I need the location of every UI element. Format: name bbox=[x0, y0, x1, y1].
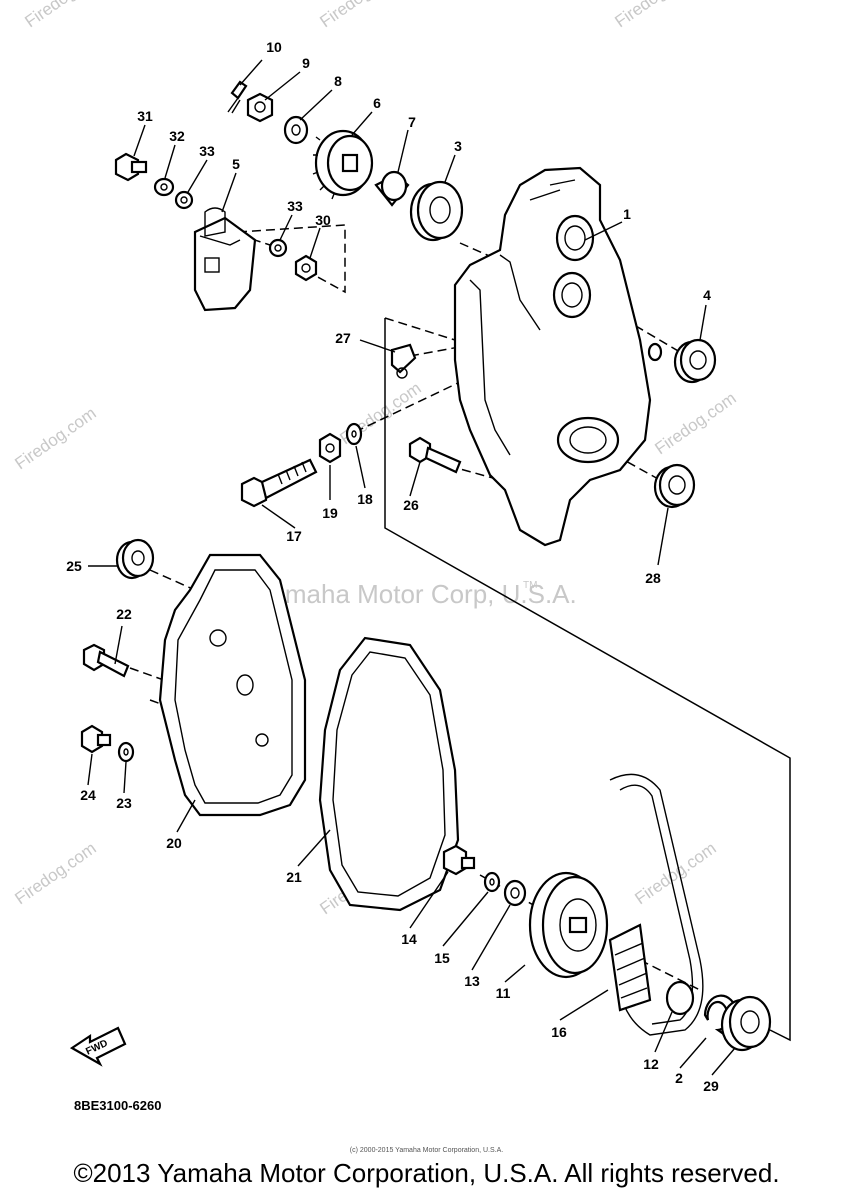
callout-28: 28 bbox=[645, 570, 661, 586]
part-5-tensioner bbox=[193, 207, 257, 312]
part-26-bolt bbox=[408, 436, 462, 474]
part-3-bearing bbox=[409, 180, 464, 242]
callout-2: 2 bbox=[675, 1070, 683, 1086]
part-30-nut bbox=[294, 254, 318, 282]
watermark-site-2: Firedog.com bbox=[651, 389, 739, 459]
callout-19: 19 bbox=[322, 505, 338, 521]
part-28-seal bbox=[653, 463, 696, 509]
copyright-caption: ©2013 Yamaha Motor Corporation, U.S.A. A… bbox=[73, 1158, 780, 1188]
part-32-washer bbox=[153, 177, 175, 197]
callout-10: 10 bbox=[266, 39, 282, 55]
callout-1: 1 bbox=[623, 206, 631, 222]
callout-3: 3 bbox=[454, 138, 462, 154]
part-code: 8BE3100-6260 bbox=[74, 1098, 162, 1113]
part-7-spacer bbox=[374, 170, 410, 207]
callout-32: 32 bbox=[169, 128, 185, 144]
watermark-site-9: Firedog.com bbox=[611, 0, 699, 31]
part-22-bolt bbox=[82, 643, 130, 678]
part-29-bearing bbox=[720, 995, 772, 1052]
part-9-nut bbox=[246, 92, 274, 123]
part-6-sprocket bbox=[312, 129, 374, 200]
part-1-chain-case bbox=[453, 166, 663, 547]
callout-18: 18 bbox=[357, 491, 373, 507]
callout-13: 13 bbox=[464, 973, 480, 989]
callout-4: 4 bbox=[703, 287, 711, 303]
part-33a-washer bbox=[174, 190, 194, 210]
callout-29: 29 bbox=[703, 1078, 719, 1094]
callout-33-top: 33 bbox=[199, 143, 215, 159]
callout-11: 11 bbox=[496, 985, 511, 1001]
tiny-credit: (c) 2000-2015 Yamaha Motor Corporation, … bbox=[349, 1147, 504, 1154]
part-18-washer bbox=[345, 422, 363, 446]
part-33b-washer bbox=[268, 238, 288, 258]
callout-17: 17 bbox=[286, 528, 302, 544]
part-4-seal bbox=[673, 338, 717, 384]
callout-33-mid: 33 bbox=[287, 198, 303, 214]
part-14-bolt bbox=[442, 844, 476, 876]
callout-30: 30 bbox=[315, 212, 331, 228]
callout-8: 8 bbox=[334, 73, 342, 89]
callout-31: 31 bbox=[137, 108, 153, 124]
callout-6: 6 bbox=[373, 95, 381, 111]
watermark-center: Yamaha Motor Corp, U.S.A. bbox=[255, 579, 577, 609]
callout-24: 24 bbox=[80, 787, 96, 803]
part-24-bolt bbox=[80, 724, 112, 754]
callout-22: 22 bbox=[116, 606, 132, 622]
part-8-washer bbox=[283, 115, 309, 145]
part-15-washer bbox=[483, 871, 501, 893]
callout-9: 9 bbox=[302, 55, 310, 71]
part-31-bolt bbox=[114, 152, 148, 182]
callout-16: 16 bbox=[551, 1024, 567, 1040]
part-13-washer bbox=[503, 879, 527, 907]
watermark-site-8: Firedog.com bbox=[316, 0, 404, 31]
part-11-sprocket bbox=[528, 871, 609, 979]
callout-21: 21 bbox=[286, 869, 302, 885]
callout-12: 12 bbox=[643, 1056, 659, 1072]
callout-15: 15 bbox=[434, 950, 450, 966]
callout-20: 20 bbox=[166, 835, 182, 851]
part-25-seal bbox=[115, 538, 155, 580]
watermark-site-4: Firedog.com bbox=[11, 839, 99, 909]
callout-5: 5 bbox=[232, 156, 240, 172]
watermark-site-7: Firedog.com bbox=[21, 0, 109, 31]
callout-14: 14 bbox=[401, 931, 417, 947]
callout-26: 26 bbox=[403, 497, 419, 513]
part-20-cover bbox=[158, 553, 307, 817]
leader-lines bbox=[87, 59, 736, 1076]
part-12-spacer bbox=[665, 980, 695, 1016]
fwd-arrow: FWD bbox=[69, 1026, 127, 1067]
watermark-tm: TM bbox=[523, 580, 537, 591]
watermark-site-1: Firedog.com bbox=[11, 404, 99, 474]
part-27-fitting bbox=[390, 343, 417, 379]
part-10-cotter-pin bbox=[227, 80, 248, 114]
part-19-nut bbox=[318, 432, 342, 464]
callout-7: 7 bbox=[408, 114, 416, 130]
callout-23: 23 bbox=[116, 795, 132, 811]
part-17-bolt bbox=[240, 458, 318, 508]
part-21-gasket bbox=[318, 636, 460, 912]
callout-labels: 10 9 8 6 7 3 1 4 31 32 33 5 33 30 27 19 … bbox=[66, 39, 719, 1094]
part-23-washer bbox=[117, 741, 135, 763]
callout-27: 27 bbox=[335, 330, 351, 346]
callout-25: 25 bbox=[66, 558, 82, 574]
